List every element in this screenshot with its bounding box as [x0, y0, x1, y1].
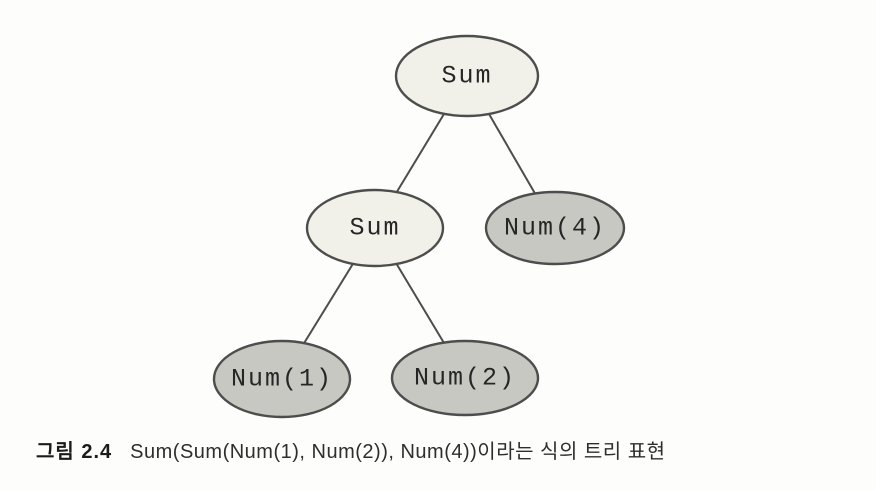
tree-node-label: Num(2): [414, 364, 516, 393]
tree-node-label: Sum: [441, 62, 492, 91]
tree-node-ellipse: [305, 188, 445, 268]
tree-node-label: Num(4): [504, 214, 606, 243]
tree-node-ellipse: [484, 190, 626, 266]
tree-node-num1: Num(1): [212, 339, 352, 419]
tree-node-ellipse: [394, 34, 540, 118]
figure-caption-text: Sum(Sum(Num(1), Num(2)), Num(4))이라는 식의 트…: [130, 441, 666, 463]
figure-caption: 그림 2.4 Sum(Sum(Num(1), Num(2)), Num(4))이라…: [36, 437, 856, 467]
tree-node-root: Sum: [394, 34, 540, 118]
tree-node-label: Sum: [349, 214, 400, 243]
tree-node-label: Num(1): [231, 365, 333, 394]
tree-node-ellipse: [212, 339, 352, 419]
tree-node-ellipse: [390, 339, 540, 417]
tree-node-num2: Num(2): [390, 339, 540, 417]
tree-node-sum-left: Sum: [305, 188, 445, 268]
tree-node-num4: Num(4): [484, 190, 626, 266]
figure-caption-number: 그림 2.4: [36, 441, 113, 463]
